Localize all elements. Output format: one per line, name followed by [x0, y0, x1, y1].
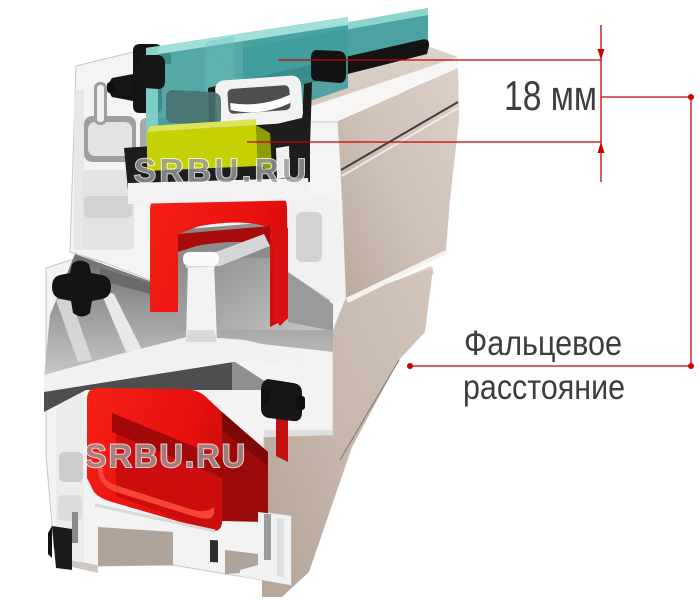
- svg-text:SRBU.RU: SRBU.RU: [134, 152, 306, 189]
- svg-text:расстояние: расстояние: [463, 368, 625, 407]
- svg-text:Фальцевое: Фальцевое: [464, 324, 622, 363]
- svg-text:SRBU.RU: SRBU.RU: [85, 438, 245, 474]
- svg-text:18 мм: 18 мм: [504, 72, 597, 119]
